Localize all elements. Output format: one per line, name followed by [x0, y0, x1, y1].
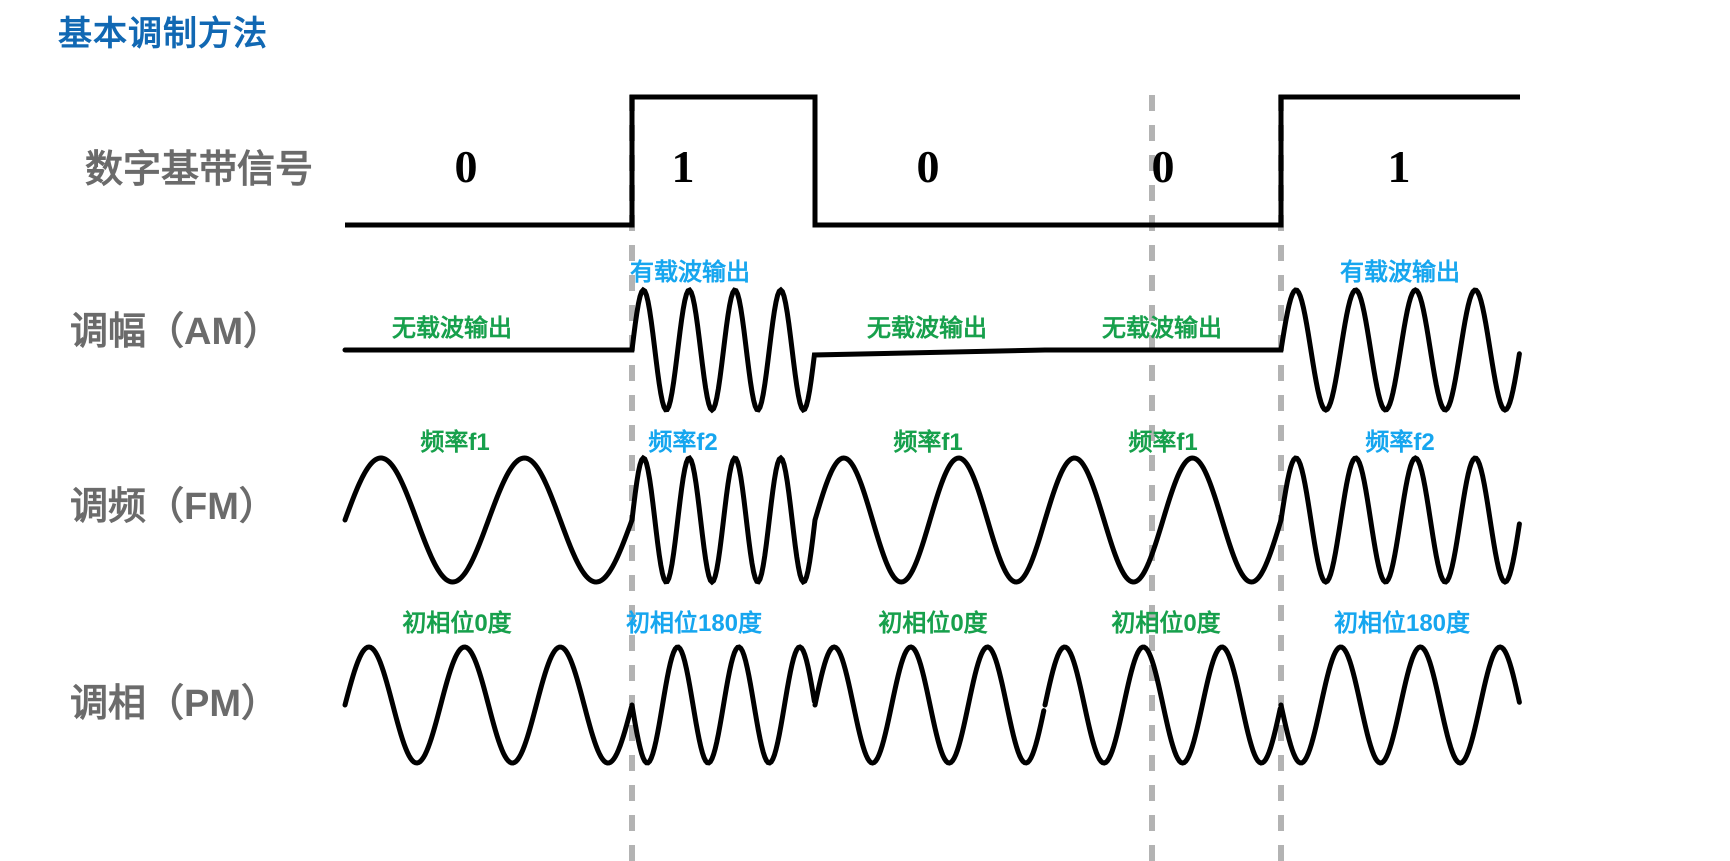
annotation-fm: 频率f1 [893, 429, 963, 456]
page-title: 基本调制方法 [58, 15, 268, 53]
annotation-fm: 频率f1 [1128, 429, 1198, 456]
bit-label: 1 [1387, 141, 1411, 192]
row-label-baseband: 数字基带信号 [85, 149, 314, 191]
annotation-fm: 频率f2 [648, 429, 718, 456]
baseband-waveform [345, 94, 1520, 228]
annotation-am: 无载波输出 [867, 315, 987, 342]
annotation-pm: 初相位0度 [402, 610, 512, 637]
annotation-fm: 频率f2 [1365, 429, 1435, 456]
bit-label: 0 [454, 141, 478, 192]
annotation-am: 无载波输出 [392, 315, 512, 342]
annotation-am: 有载波输出 [1340, 259, 1460, 286]
annotation-fm: 频率f1 [420, 429, 490, 456]
annotation-pm: 初相位180度 [1333, 610, 1471, 637]
row-label-fm: 调频（FM） [70, 486, 277, 528]
bit-label: 1 [671, 141, 695, 192]
row-label-am: 调幅（AM） [70, 311, 282, 353]
row-label-pm: 调相（PM） [70, 683, 280, 725]
annotation-pm: 初相位0度 [1111, 610, 1221, 637]
annotation-pm: 初相位180度 [625, 610, 763, 637]
am-waveform [342, 286, 1522, 414]
annotation-pm: 初相位0度 [878, 610, 988, 637]
annotation-am: 有载波输出 [630, 259, 750, 286]
bit-label: 0 [1151, 141, 1175, 192]
bit-label: 0 [916, 141, 940, 192]
pm-waveform [342, 644, 1522, 766]
fm-waveform [342, 454, 1522, 586]
annotation-am: 无载波输出 [1102, 315, 1222, 342]
